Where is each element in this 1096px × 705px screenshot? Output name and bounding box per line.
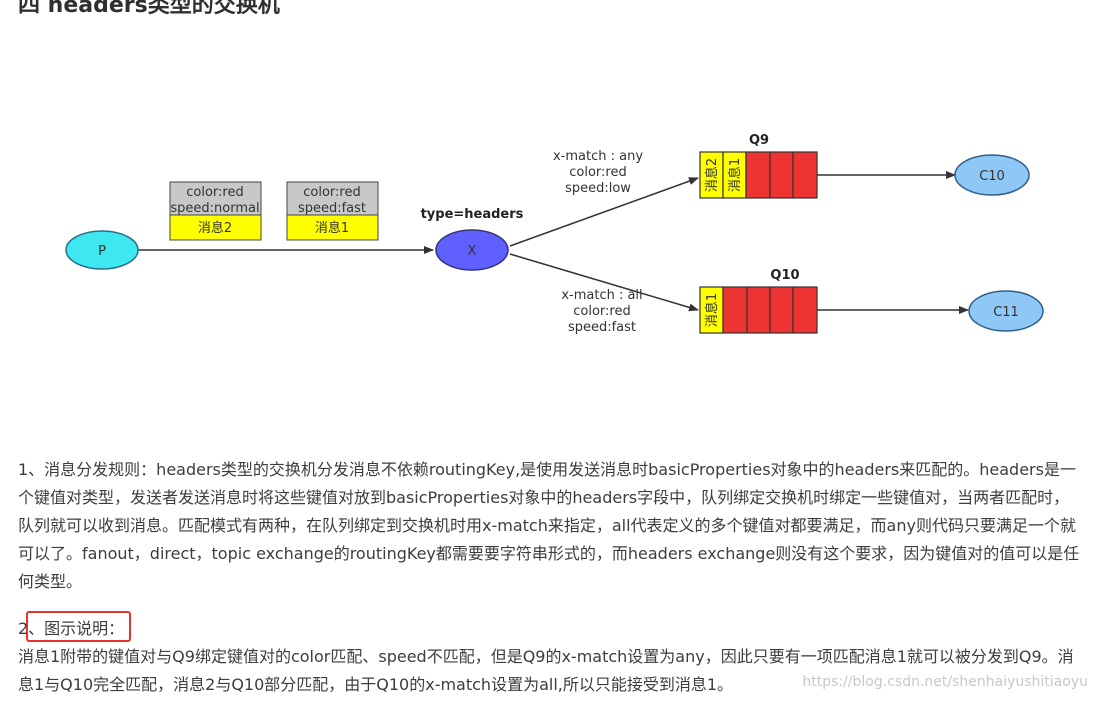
- distribution-rules-paragraph: 1、消息分发规则：headers类型的交换机分发消息不依赖routingKey,…: [18, 460, 1080, 591]
- producer-node: P: [65, 230, 139, 270]
- q10-binding-color: color:red: [573, 304, 630, 319]
- message-1-header-speed: speed:fast: [298, 201, 366, 216]
- diagram-explanation-paragraph: 消息1附带的键值对与Q9绑定键值对的color匹配、speed不匹配，但是Q9的…: [18, 647, 1074, 694]
- message-1-box: color:red speed:fast 消息1: [286, 181, 379, 241]
- exchange-label: X: [468, 244, 477, 259]
- consumer-c10-label: C10: [979, 169, 1005, 184]
- exchange-to-q10-arrow: [509, 253, 699, 312]
- q10-name: Q10: [770, 268, 799, 283]
- headers-exchange-diagram: P color:red speed:normal 消息2 color:red s…: [65, 133, 1044, 335]
- watermark: https://blog.csdn.net/shenhaiyushitiaoyu: [802, 674, 1088, 690]
- consumer-c11-label: C11: [993, 305, 1019, 320]
- highlight-box: [26, 611, 131, 642]
- message-2-header-speed: speed:normal: [170, 201, 259, 216]
- q9-name: Q9: [749, 133, 769, 148]
- q10-cell-message-1: 消息1: [704, 293, 720, 327]
- message-2-label: 消息2: [198, 220, 232, 236]
- exchange-type-label: type=headers: [421, 207, 524, 222]
- exchange-to-q9-arrow: [509, 177, 699, 247]
- message-1-label: 消息1: [315, 220, 349, 236]
- section-heading: 四 headers类型的交换机: [18, 0, 280, 18]
- q10-binding-speed: speed:fast: [568, 320, 636, 335]
- diagram-explanation-label: 2、图示说明：: [18, 619, 125, 638]
- consumer-c10-node: C10: [954, 154, 1030, 196]
- message-2-box: color:red speed:normal 消息2: [169, 181, 262, 241]
- message-2-header-color: color:red: [186, 185, 243, 200]
- q9-binding-xmatch: x-match : any: [553, 149, 643, 164]
- producer-label: P: [98, 244, 106, 259]
- consumer-c11-node: C11: [968, 290, 1044, 332]
- message-1-header-color: color:red: [303, 185, 360, 200]
- q9-binding-color: color:red: [569, 165, 626, 180]
- queue-q10: 消息1: [699, 286, 818, 334]
- queue-q9: 消息2 消息1: [699, 151, 818, 199]
- q9-binding-speed: speed:low: [565, 181, 631, 196]
- q9-cell-message-2: 消息2: [704, 158, 720, 192]
- exchange-node: X: [435, 229, 509, 271]
- q9-cell-message-1: 消息1: [727, 158, 743, 192]
- q10-binding-xmatch: x-match : all: [561, 288, 642, 303]
